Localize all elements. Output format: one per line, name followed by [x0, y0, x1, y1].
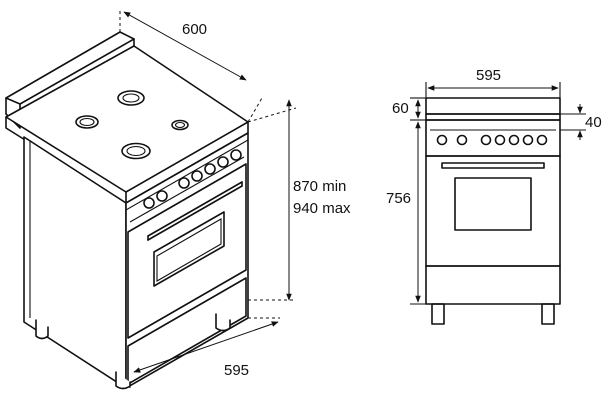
side-panel: [23, 136, 127, 389]
front-top-label: 60: [392, 100, 409, 117]
front-foot-left: [431, 303, 445, 325]
front-backsplash: [425, 97, 561, 115]
iso-height-min-label: 870 min: [293, 178, 346, 195]
front-foot-right: [541, 303, 555, 325]
iso-depth-label: 595: [224, 362, 249, 379]
front-height-label: 756: [386, 190, 411, 207]
control-knobs: [143, 149, 242, 209]
burners: [75, 90, 189, 160]
front-width-label: 595: [476, 67, 501, 84]
front-drawer: [425, 265, 561, 305]
front-gap-label: 40: [585, 114, 602, 131]
front-oven-door: [425, 155, 561, 267]
front-dimension-lines: [410, 82, 586, 305]
storage-drawer: [127, 277, 247, 385]
front-view-cooker-icon: [425, 97, 561, 325]
front-door-handle: [441, 162, 545, 169]
iso-dimension-lines: [119, 8, 297, 388]
oven-door: [127, 163, 247, 339]
front-oven-window: [454, 177, 532, 231]
iso-width-label: 600: [182, 21, 207, 38]
front-knobs: [436, 134, 548, 146]
front-hob-edge: [425, 113, 561, 121]
iso-height-max-label: 940 max: [293, 200, 351, 217]
isometric-cooker-icon: [5, 31, 249, 390]
